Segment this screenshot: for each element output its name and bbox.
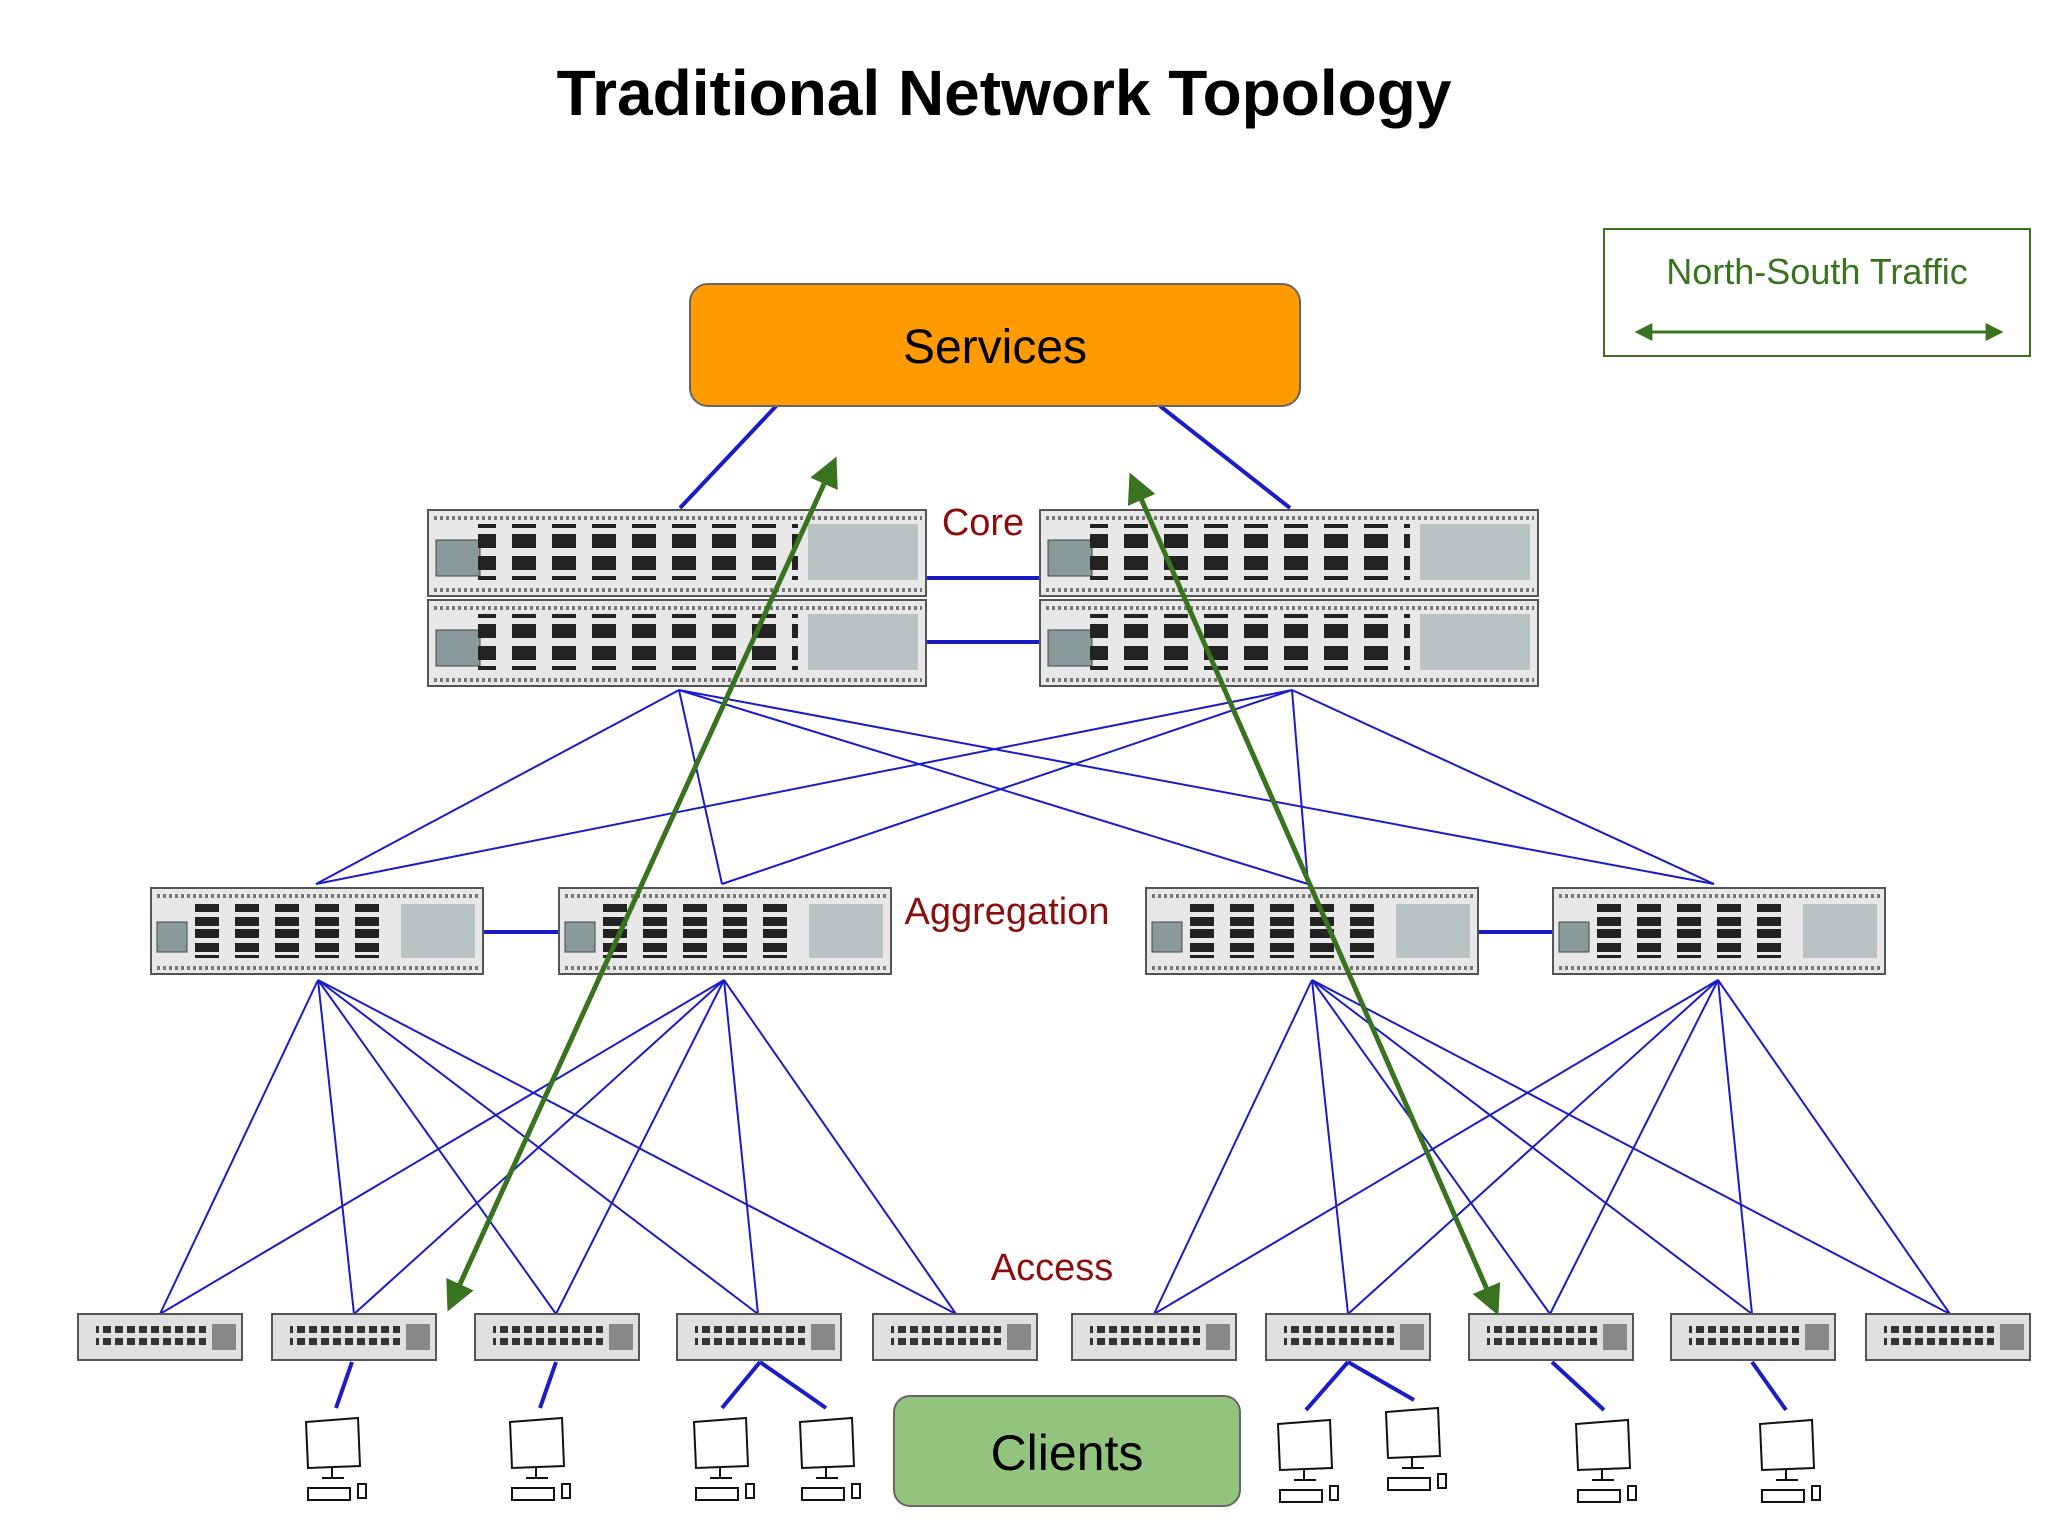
link-access-client <box>720 1360 762 1410</box>
link-agg-access <box>1347 979 1719 1315</box>
access-switch-icon <box>1670 1313 1836 1361</box>
link-agg-access <box>1717 979 1753 1315</box>
desktop-computer-icon <box>1758 1418 1821 1503</box>
legend: North-South Traffic <box>1603 228 2031 357</box>
access-switch-icon <box>676 1313 842 1361</box>
access-switch-icon <box>1865 1313 2031 1361</box>
services-node: Services <box>689 283 1301 407</box>
desktop-computer-icon <box>798 1416 861 1501</box>
link-agg-access <box>317 979 957 1315</box>
link-agg-access <box>317 979 355 1315</box>
desktop-computer-icon <box>692 1416 755 1501</box>
large-switch-icon <box>427 509 927 597</box>
link-agg-access <box>1311 979 1551 1315</box>
desktop-computer-icon <box>1384 1406 1447 1491</box>
link-agg-access <box>1717 979 1951 1315</box>
access-switch-icon <box>872 1313 1038 1361</box>
switch-icon <box>1145 887 1479 975</box>
legend-label: North-South Traffic <box>1666 251 1967 292</box>
tier-label-access: Access <box>991 1247 1113 1289</box>
tier-label-core: Core <box>942 502 1024 544</box>
link-agg-access <box>1311 979 1349 1315</box>
large-switch-icon <box>427 599 927 687</box>
link-services-core-left <box>678 402 780 510</box>
access-switch-icon <box>77 1313 243 1361</box>
access-switch-icon <box>474 1313 640 1361</box>
link-core-agg <box>315 689 1293 885</box>
link-agg-access <box>1311 979 1951 1315</box>
north-south-traffic <box>446 456 1501 1316</box>
desktop-computer-icon <box>508 1416 571 1501</box>
link-core-agg <box>315 689 680 885</box>
switch-icon <box>150 887 484 975</box>
access-switches <box>77 1313 2031 1361</box>
services-label: Services <box>903 321 1087 374</box>
link-access-client <box>334 1361 354 1409</box>
link-access-client <box>1550 1360 1606 1412</box>
traffic-arrow-left <box>446 456 838 1312</box>
clients-node: Clients <box>893 1395 1241 1507</box>
access-switch-icon <box>1468 1313 1634 1361</box>
link-agg-access <box>353 979 725 1315</box>
link-access-client <box>1750 1360 1788 1412</box>
large-switch-icon <box>1039 509 1539 597</box>
link-core-agg <box>678 689 1715 885</box>
desktop-computer-icon <box>304 1416 367 1501</box>
client-computers <box>304 1406 1821 1503</box>
link-agg-access <box>723 979 759 1315</box>
page-title: Traditional Network Topology <box>557 57 1452 129</box>
link-agg-access <box>159 979 319 1315</box>
tier-label-aggregation: Aggregation <box>905 891 1110 933</box>
legend-box <box>1603 228 2031 357</box>
access-switch-icon <box>271 1313 437 1361</box>
link-agg-access <box>1549 979 1719 1315</box>
large-switch-icon <box>1039 599 1539 687</box>
switch-icon <box>1552 887 1886 975</box>
link-agg-access <box>723 979 957 1315</box>
link-access-client <box>758 1360 828 1410</box>
access-switch-icon <box>1265 1313 1431 1361</box>
link-access-client <box>1347 1360 1415 1402</box>
clients-label: Clients <box>991 1425 1144 1481</box>
desktop-computer-icon <box>1276 1418 1339 1503</box>
link-core-agg <box>678 689 1309 885</box>
link-access-client <box>538 1361 558 1409</box>
desktop-computer-icon <box>1574 1418 1637 1503</box>
traffic-arrow-right <box>1127 472 1501 1316</box>
services-box <box>689 283 1301 407</box>
link-access-client <box>1304 1360 1350 1412</box>
link-services-core-right <box>1158 404 1292 510</box>
access-switch-icon <box>1071 1313 1237 1361</box>
link-core-agg <box>1291 689 1715 885</box>
clients-box <box>893 1395 1241 1507</box>
link-agg-access <box>1153 979 1313 1315</box>
